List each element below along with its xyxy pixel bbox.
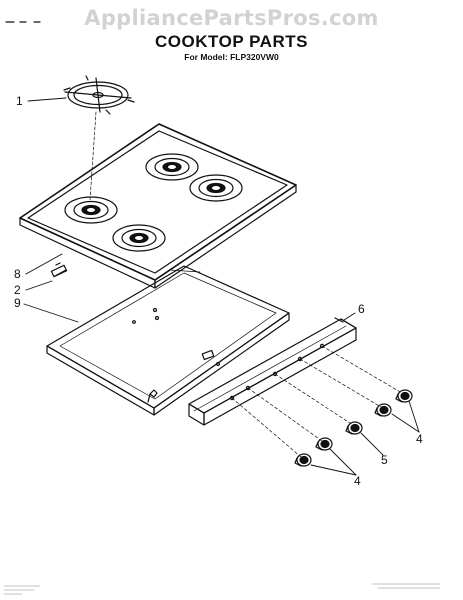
callout-8: 8 [14, 267, 21, 281]
burner-well-front-right [112, 224, 166, 252]
callout-4a-leader [391, 413, 420, 433]
callout-4-upper: 4 [416, 432, 423, 446]
control-knob-4 [395, 389, 413, 403]
callout-4b-leader-2 [329, 448, 357, 476]
callout-4a-leader-2 [408, 400, 420, 433]
callout-1-leader [27, 97, 67, 102]
burner-grate [63, 75, 135, 115]
callout-5: 5 [381, 453, 388, 467]
callout-9-leader [23, 303, 79, 323]
burner-well-rear-left [145, 153, 199, 181]
control-knob-2 [315, 437, 333, 451]
model-subtitle: For Model: FLP320VW0 [184, 52, 279, 62]
callout-2-leader [25, 280, 53, 291]
burner-well-rear-right [189, 174, 243, 202]
control-knob-1 [294, 453, 312, 467]
callout-1: 1 [16, 94, 23, 108]
callout-8-leader [25, 253, 63, 275]
cooktop [19, 123, 297, 289]
cooktop-frame [46, 265, 290, 416]
cooktop-clip [50, 262, 68, 278]
callout-9: 9 [14, 296, 21, 310]
control-knob-5 [345, 421, 363, 435]
knob-alignment-lines [231, 345, 403, 458]
callout-5-leader [360, 432, 384, 456]
footer-fine-print-right [371, 583, 441, 589]
callout-2: 2 [14, 283, 21, 297]
callout-6: 6 [358, 302, 365, 316]
callout-4-lower: 4 [354, 474, 361, 488]
control-panel-bar [188, 317, 357, 426]
control-knob-3 [374, 403, 392, 417]
callout-6-leader [343, 312, 356, 321]
burner-well-front-left [64, 196, 118, 224]
footer-fine-print-left [3, 585, 41, 595]
callout-4b-leader [310, 464, 357, 476]
page-title: COOKTOP PARTS [155, 32, 308, 51]
watermark: AppliancePartsPros.com [84, 6, 379, 30]
grate-centerline [89, 111, 97, 201]
